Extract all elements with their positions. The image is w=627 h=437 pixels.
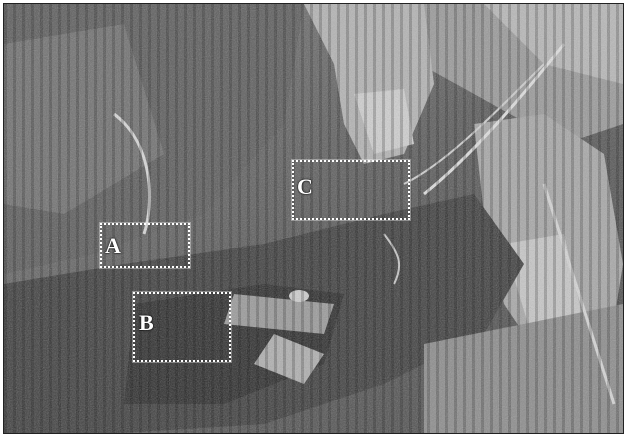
photo-frame: A B C: [3, 3, 624, 434]
region-c-box: C: [292, 160, 410, 220]
region-c-label: C: [297, 174, 313, 199]
region-a-label: A: [105, 233, 121, 258]
grayscale-photo: [4, 4, 623, 433]
region-b-label: B: [139, 310, 154, 335]
region-a-box: A: [100, 223, 190, 268]
region-b-box: B: [133, 292, 231, 362]
